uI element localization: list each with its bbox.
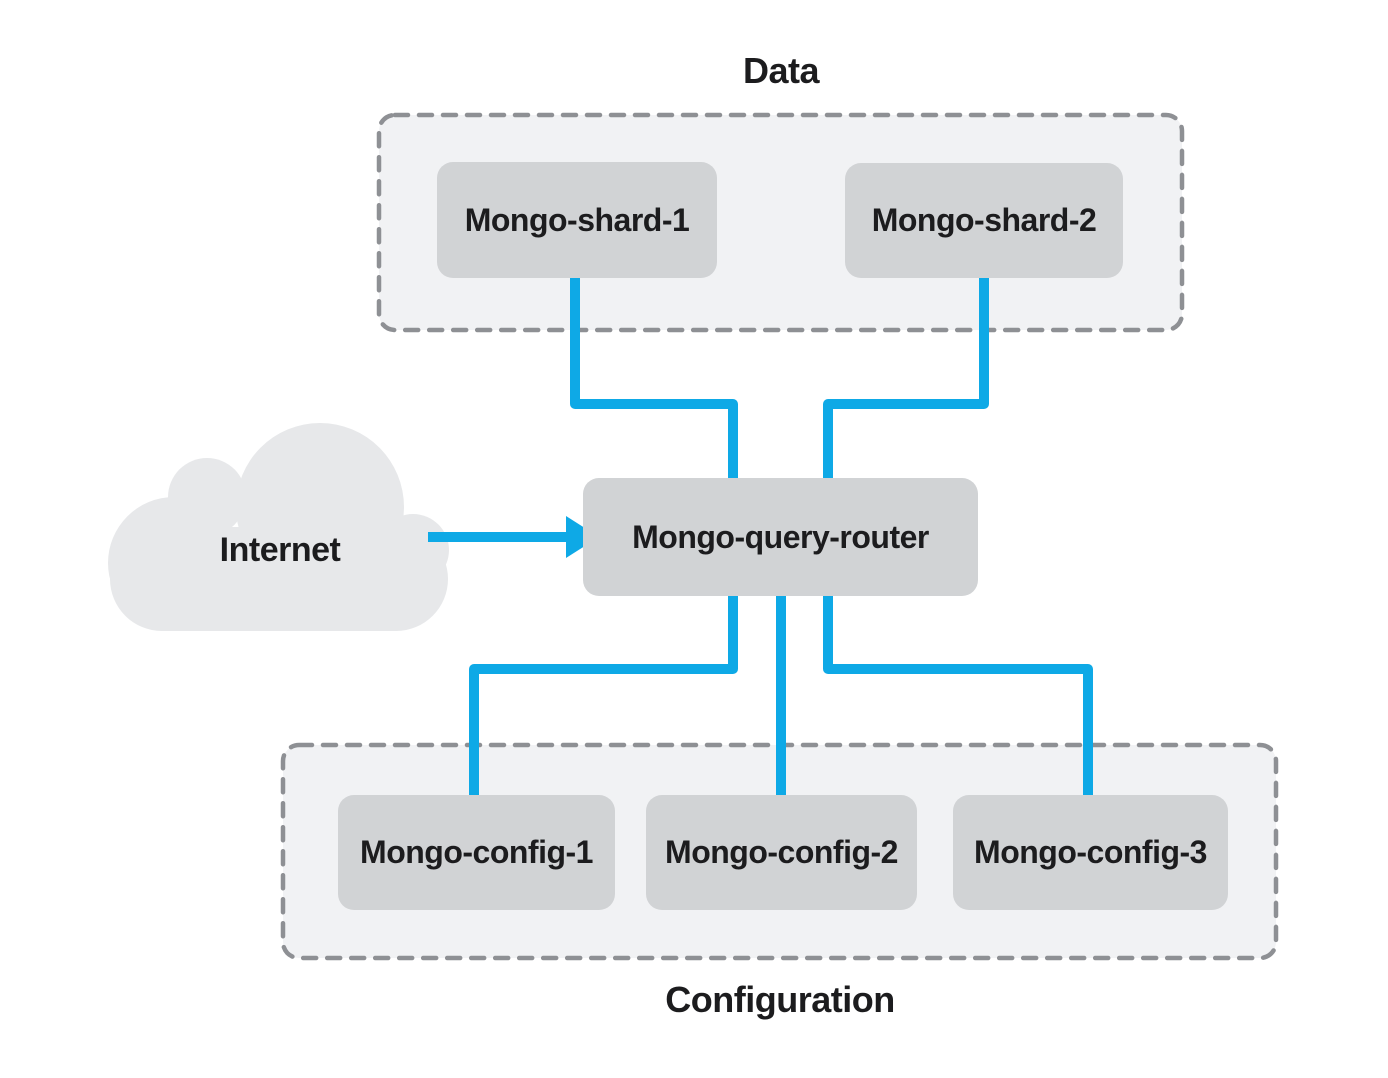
node-mongo-shard-2: Mongo-shard-2 (845, 163, 1123, 278)
connector-router-config3 (823, 594, 1093, 797)
connector-router-config1 (469, 594, 738, 797)
node-mongo-query-router: Mongo-query-router (583, 478, 978, 596)
node-mongo-config-1: Mongo-config-1 (338, 795, 615, 910)
connector-shard1-router (570, 276, 738, 480)
node-mongo-shard-1: Mongo-shard-1 (437, 162, 717, 278)
internet-to-router-arrow (428, 516, 599, 558)
internet-label: Internet (219, 531, 341, 569)
connector-shard2-router (823, 276, 989, 480)
data-group-label: Data (742, 50, 820, 91)
node-mongo-config-3: Mongo-config-3 (953, 795, 1228, 910)
internet-cloud-icon (108, 423, 449, 631)
configuration-group-label: Configuration (665, 979, 895, 1020)
arrow-head-icon (566, 516, 599, 558)
node-mongo-config-2: Mongo-config-2 (646, 795, 917, 910)
